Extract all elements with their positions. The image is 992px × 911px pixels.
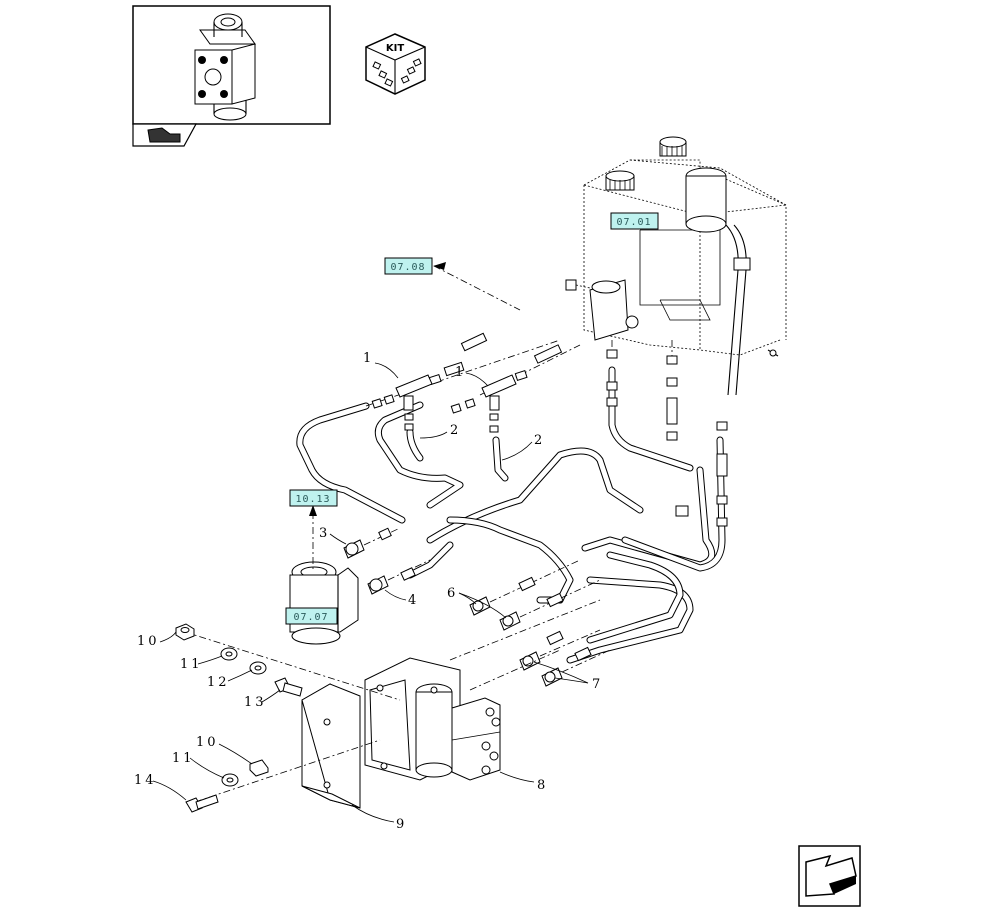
callout-2-right: 2	[534, 433, 545, 448]
callout-10-bottom: 10	[196, 735, 219, 750]
callout-2-left: 2	[450, 423, 461, 438]
callout-7: 7	[592, 677, 603, 692]
ref-box-10-13[interactable]	[289, 489, 338, 507]
ref-box-07-01[interactable]	[610, 212, 659, 230]
valve-block	[364, 599, 601, 781]
callout-3: 3	[319, 526, 330, 541]
mounting-bracket	[301, 683, 361, 809]
callout-1-right: 1	[455, 365, 466, 380]
valve-block-thumbnail-icon[interactable]	[132, 5, 331, 125]
fasteners	[175, 623, 401, 813]
ref-box-07-07[interactable]	[285, 607, 338, 625]
callout-13: 13	[244, 695, 267, 710]
hydraulic-tank	[565, 136, 787, 396]
callout-1-left: 1	[363, 351, 374, 366]
ref-label-07-01: 07.01	[616, 217, 651, 228]
callout-6: 6	[447, 586, 458, 601]
leader-lines	[152, 262, 589, 823]
pump-body	[289, 561, 359, 645]
hand-pointer-icon	[132, 123, 198, 147]
ref-label-10-13: 10.13	[295, 494, 330, 505]
callout-4: 4	[408, 593, 419, 608]
callout-12: 12	[207, 675, 230, 690]
callout-11-bottom: 11	[172, 751, 195, 766]
ref-label-07-07: 07.07	[293, 612, 328, 623]
kit-box-icon	[365, 33, 426, 95]
callout-9: 9	[396, 817, 407, 832]
ref-label-07-08: 07.08	[390, 262, 425, 273]
hydraulic-lines	[296, 366, 726, 664]
ref-box-07-08[interactable]	[384, 257, 433, 275]
kit-label: KIT	[386, 43, 404, 54]
callout-14: 14	[134, 773, 157, 788]
callout-11-top: 11	[180, 657, 203, 672]
previous-page-arrow-icon[interactable]	[798, 845, 861, 907]
callout-10-top: 10	[137, 634, 160, 649]
callout-8: 8	[537, 778, 548, 793]
